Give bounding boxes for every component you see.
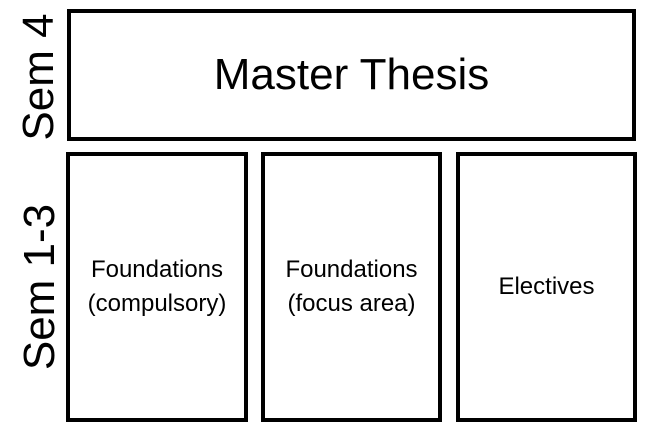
semester-1-3-label: Sem 1-3 — [15, 203, 64, 371]
master-thesis-box: Master Thesis — [67, 9, 636, 141]
foundations-compulsory-box: Foundations (compulsory) — [66, 152, 248, 422]
electives-box: Electives — [456, 152, 637, 422]
electives-text: Electives — [498, 273, 595, 300]
foundations-focus-area-box: Foundations (focus area) — [261, 152, 442, 422]
foundations-compulsory-line2: (compulsory) — [87, 290, 227, 317]
master-thesis-text: Master Thesis — [213, 50, 490, 99]
foundations-focus-line2: (focus area) — [287, 290, 416, 317]
semester-4-label: Sem 4 — [14, 13, 63, 141]
foundations-compulsory-line1: Foundations — [90, 256, 224, 283]
foundations-focus-line1: Foundations — [285, 256, 418, 283]
